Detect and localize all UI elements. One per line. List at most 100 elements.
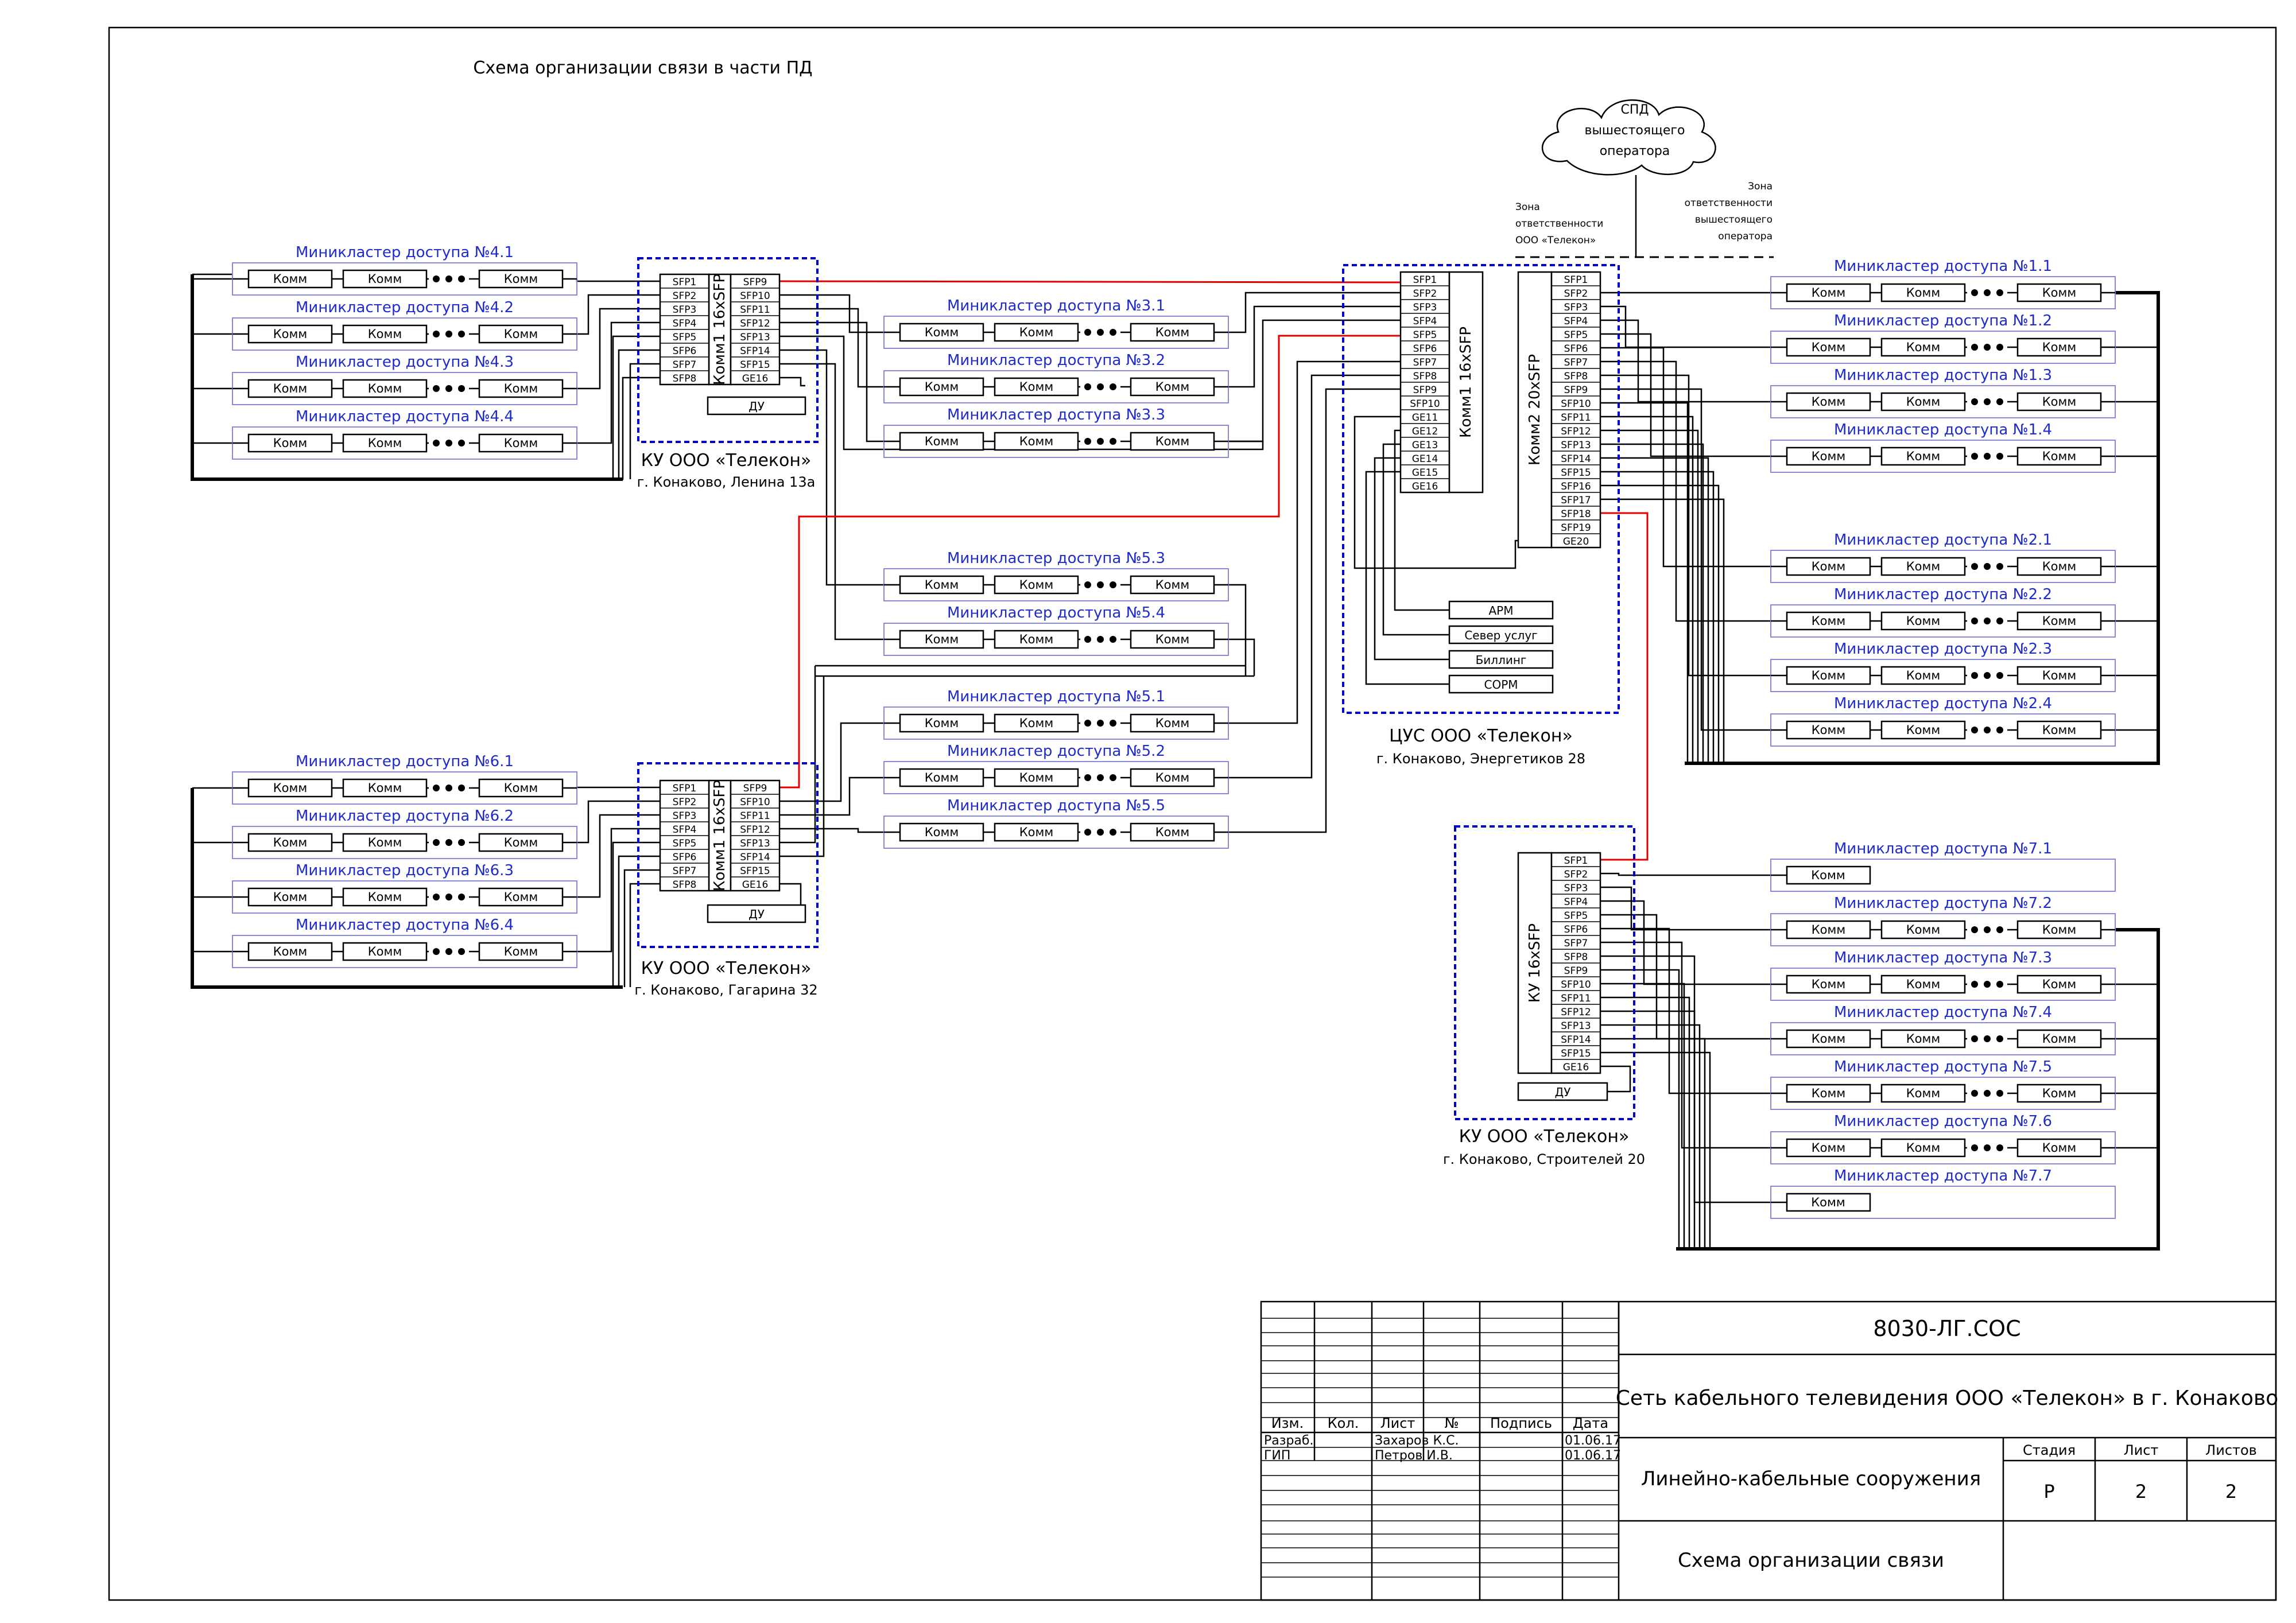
comm-label: Комм: [273, 436, 307, 450]
port-label: SFP7: [673, 359, 697, 371]
ellipsis-dot: [1097, 774, 1104, 781]
wire: [1600, 484, 1720, 763]
wire: [1600, 1010, 1696, 1249]
stamp-project: Сеть кабельного телевидения ООО «Телекон…: [1616, 1387, 2278, 1410]
ellipsis-dot: [1984, 926, 1991, 933]
ellipsis-dot: [1110, 774, 1116, 781]
comm-label: Комм: [1019, 771, 1053, 785]
cluster-title: Миникластер доступа №1.2: [1834, 312, 2052, 329]
port-label: SFP10: [1561, 979, 1591, 991]
port-label: SFP6: [1564, 924, 1588, 935]
comm-label: Комм: [1906, 560, 1940, 573]
comm-label: Комм: [1906, 1032, 1940, 1046]
comm-box: [994, 822, 1079, 842]
wire: [576, 279, 660, 282]
ku1-name: КУ ООО «Телекон»: [641, 451, 812, 471]
comm-box: [994, 575, 1079, 595]
comm-label: Комм: [368, 272, 402, 286]
comm-label: Комм: [1812, 286, 1845, 300]
comm-box: [1130, 377, 1215, 397]
comm-label: Комм: [1812, 1086, 1845, 1100]
stamp-date-1: 01.06.17: [1565, 1449, 1621, 1463]
port-label: SFP12: [740, 318, 770, 329]
comm-label: Комм: [925, 716, 959, 730]
ellipsis-dot: [1984, 1090, 1991, 1097]
ellipsis-dot: [433, 785, 440, 791]
stage-label: Стадия: [2023, 1442, 2076, 1458]
comm-label: Комм: [368, 327, 402, 341]
ellipsis-dot: [433, 385, 440, 392]
cluster-title: Миникластер доступа №6.3: [296, 862, 514, 879]
comm-label: Комм: [1906, 1086, 1940, 1100]
wire: [1600, 1065, 1631, 1093]
port-label: SFP14: [740, 852, 770, 863]
ellipsis-dot: [1996, 398, 2003, 405]
comm-box: [1786, 920, 1871, 939]
sheet-label: Лист: [2124, 1442, 2159, 1458]
ellipsis-dot: [1984, 563, 1991, 570]
port-label: SFP5: [1564, 910, 1588, 922]
comm-label: Комм: [1155, 632, 1189, 646]
ellipsis-dot: [1971, 453, 1978, 460]
port-label: GE16: [1563, 1062, 1589, 1073]
wire: [1228, 305, 1401, 388]
ellipsis-dot: [445, 785, 452, 791]
comm-label: Комм: [1811, 1195, 1845, 1209]
wire: [1600, 1051, 1711, 1249]
comm-label: Комм: [1019, 632, 1053, 646]
comm-box: [247, 887, 333, 907]
ellipsis-dot: [1971, 289, 1978, 296]
port-label: SFP1: [1564, 274, 1588, 286]
cluster-title: Миникластер доступа №7.1: [1834, 840, 2052, 857]
ellipsis-dot: [1971, 1035, 1978, 1042]
port-label: SFP7: [1564, 938, 1588, 949]
comm-label: Комм: [504, 382, 538, 395]
sheets-label: Листов: [2205, 1442, 2257, 1458]
ellipsis-dot: [458, 785, 465, 791]
comm-box: [342, 942, 428, 961]
comm-label: Комм: [1906, 340, 1940, 354]
comm-box: [899, 377, 984, 397]
nodes: SFP1SFP2SFP3SFP4SFP5SFP6SFP7SFP8SFP9SFP1…: [232, 244, 2116, 1219]
stamp-header-2: Лист: [1380, 1415, 1415, 1431]
comm-box: [342, 833, 428, 852]
svg-text:ООО «Телекон»: ООО «Телекон»: [1515, 235, 1596, 246]
ellipsis-dot: [458, 440, 465, 446]
comm-label: Комм: [1906, 286, 1940, 300]
port-label: SFP6: [673, 345, 697, 357]
wire: [576, 786, 660, 789]
svg-text:ответственности: ответственности: [1685, 197, 1773, 209]
comm-box: [478, 433, 564, 453]
comm-box: [1880, 446, 1966, 466]
port-label: SFP1: [673, 783, 697, 794]
comm-box: [1130, 822, 1215, 842]
wire: [1600, 429, 1699, 763]
comm-label: Комм: [504, 272, 538, 286]
port-label: SFP13: [740, 332, 770, 343]
ku3-frame: [1454, 825, 1635, 1120]
comm-label: Комм: [2042, 669, 2076, 682]
comm-label: Комм: [2042, 977, 2076, 991]
ellipsis-dot: [1996, 1144, 2003, 1151]
wire: [1600, 457, 1709, 763]
wire: [1600, 1024, 1701, 1249]
comm-label: Комм: [2042, 1141, 2076, 1155]
ellipsis-dot: [1971, 344, 1978, 351]
ellipsis-dot: [433, 839, 440, 846]
comm-box: [1786, 283, 1871, 302]
cluster-title: Миникластер доступа №7.3: [1834, 949, 2052, 966]
comm-box: [994, 323, 1079, 342]
comm-box: [1880, 666, 1966, 685]
port-label: SFP13: [740, 838, 770, 849]
stamp-code: 8030-ЛГ.СОС: [1873, 1316, 2020, 1341]
ku3-du-label: ДУ: [1555, 1085, 1571, 1099]
service-0-label: АРМ: [1489, 604, 1514, 618]
comm-box: [1786, 446, 1871, 466]
